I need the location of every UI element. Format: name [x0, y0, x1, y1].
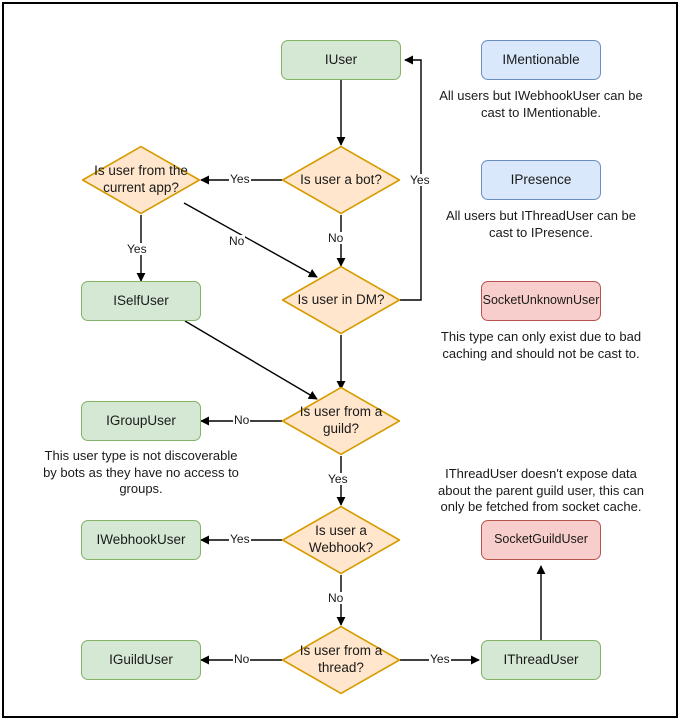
node-iselfuser[interactable]: ISelfUser [81, 281, 201, 321]
legend-note-socketguilduser: IThreadUser doesn't expose data about th… [438, 466, 644, 515]
node-is-user-a-bot-label: Is user a bot? [300, 171, 382, 187]
edge-label-bot-no: No [327, 231, 345, 245]
edge-label-dm-yes: Yes [409, 173, 431, 187]
node-is-user-a-bot[interactable]: Is user a bot? [281, 145, 401, 215]
node-iwebhookuser-label: IWebhookUser [96, 531, 186, 547]
legend-note-ipresence: All users but IThreadUser can be cast to… [445, 208, 637, 240]
legend-node-ipresence[interactable]: IPresence [481, 160, 601, 200]
edge-label-guild-yes: Yes [327, 472, 349, 486]
diamond-shape [81, 145, 201, 215]
diamond-shape [281, 265, 401, 335]
node-is-user-from-thread-label: Is user from a thread? [299, 643, 383, 675]
edge-label-webhook-no: No [327, 591, 345, 605]
edge-label-webhook-yes: Yes [229, 532, 251, 546]
node-iselfuser-label: ISelfUser [113, 292, 169, 308]
node-igroupuser[interactable]: IGroupUser [81, 401, 201, 441]
legend-imentionable-label: IMentionable [502, 51, 580, 67]
node-is-user-in-dm-label: Is user in DM? [297, 291, 385, 307]
node-iuser-label: IUser [324, 51, 358, 67]
edge-label-thread-yes: Yes [429, 652, 451, 666]
node-is-user-a-webhook-label: Is user a Webhook? [308, 523, 374, 555]
node-is-user-from-guild-label: Is user from a guild? [299, 404, 383, 436]
legend-node-socketguilduser[interactable]: SocketGuildUser [481, 520, 601, 560]
legend-note-imentionable: All users but IWebhookUser can be cast t… [439, 88, 643, 120]
node-is-user-from-thread[interactable]: Is user from a thread? [281, 625, 401, 695]
edge-label-guild-no: No [233, 413, 251, 427]
node-ithreaduser-label: IThreadUser [503, 651, 579, 667]
node-is-user-in-dm[interactable]: Is user in DM? [281, 265, 401, 335]
node-igroupuser-label: IGroupUser [106, 412, 176, 428]
node-iuser[interactable]: IUser [281, 40, 401, 80]
legend-socketunknownuser-label: SocketUnknownUser [482, 293, 600, 308]
diamond-shape [281, 386, 401, 456]
edge-label-thread-no: No [233, 652, 251, 666]
node-iguilduser[interactable]: IGuildUser [81, 640, 201, 680]
node-iguilduser-label: IGuildUser [109, 651, 173, 667]
node-is-user-a-webhook[interactable]: Is user a Webhook? [281, 505, 401, 575]
note-group-user: This user type is not discoverable by bo… [43, 448, 239, 497]
diamond-shape [281, 625, 401, 695]
node-ithreaduser[interactable]: IThreadUser [481, 640, 601, 680]
node-is-user-from-current-app[interactable]: Is user from the current app? [81, 145, 201, 215]
node-iwebhookuser[interactable]: IWebhookUser [81, 520, 201, 560]
edge-label-bot-yes: Yes [229, 172, 251, 186]
diamond-shape [281, 505, 401, 575]
legend-node-imentionable[interactable]: IMentionable [481, 40, 601, 80]
legend-note-socketunknownuser: This type can only exist due to bad cach… [440, 329, 642, 361]
edge-label-app-no: No [228, 234, 246, 248]
legend-node-socketunknownuser[interactable]: SocketUnknownUser [481, 281, 601, 321]
node-is-user-from-current-app-label: Is user from the current app? [94, 163, 188, 195]
legend-socketguilduser-label: SocketGuildUser [494, 532, 588, 547]
legend-ipresence-label: IPresence [510, 171, 572, 187]
node-is-user-from-guild[interactable]: Is user from a guild? [281, 386, 401, 456]
edge-label-app-yes: Yes [126, 242, 148, 256]
diamond-shape [281, 145, 401, 215]
